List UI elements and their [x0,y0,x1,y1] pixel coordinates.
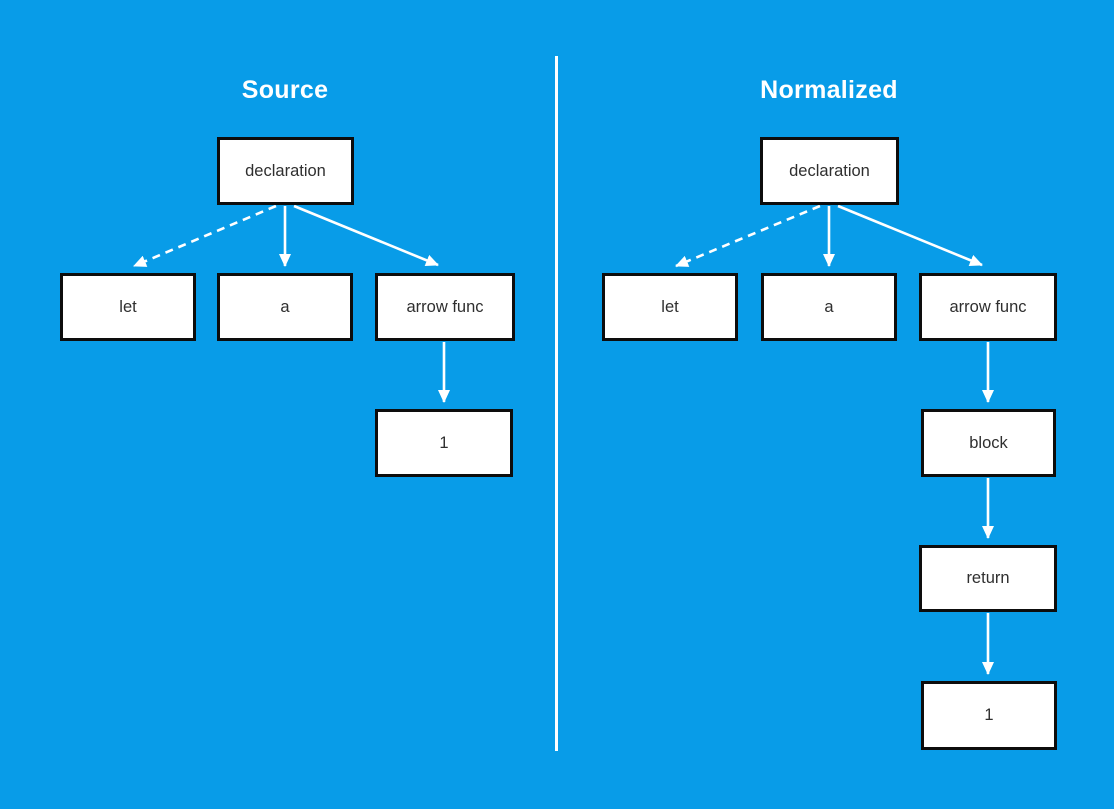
node-label: let [661,297,679,316]
node-source-arrow-func: arrow func [375,273,515,341]
source-panel-title: Source [241,76,329,104]
node-normalized-arrow-func: arrow func [919,273,1057,341]
node-normalized-block: block [921,409,1056,477]
edge-source-declaration-let [133,204,277,268]
node-label: a [280,297,290,316]
node-label: 1 [984,706,994,724]
node-label: return [966,569,1010,587]
node-label: let [119,297,137,316]
node-label: declaration [789,161,870,180]
node-normalized-return: return [919,545,1057,612]
node-label: declaration [245,161,326,180]
edge-normalized-declaration-let [675,204,821,268]
node-label: a [824,297,834,316]
node-normalized-declaration: declaration [760,137,899,205]
node-normalized-let: let [602,273,738,341]
node-label: arrow func [949,297,1027,316]
edge-normalized-declaration-arrow-func [837,204,983,267]
node-label: block [969,433,1008,452]
node-normalized-a: a [761,273,897,341]
normalized-panel-title: Normalized [760,76,898,104]
edge-source-declaration-arrow-func [293,204,439,267]
node-label: arrow func [406,297,484,316]
node-source-a: a [217,273,353,341]
node-source-let: let [60,273,196,341]
panel-divider [555,56,558,751]
node-source-declaration: declaration [217,137,354,205]
node-label: 1 [439,433,449,452]
node-source-one: 1 [375,409,513,477]
node-normalized-one: 1 [921,681,1057,750]
